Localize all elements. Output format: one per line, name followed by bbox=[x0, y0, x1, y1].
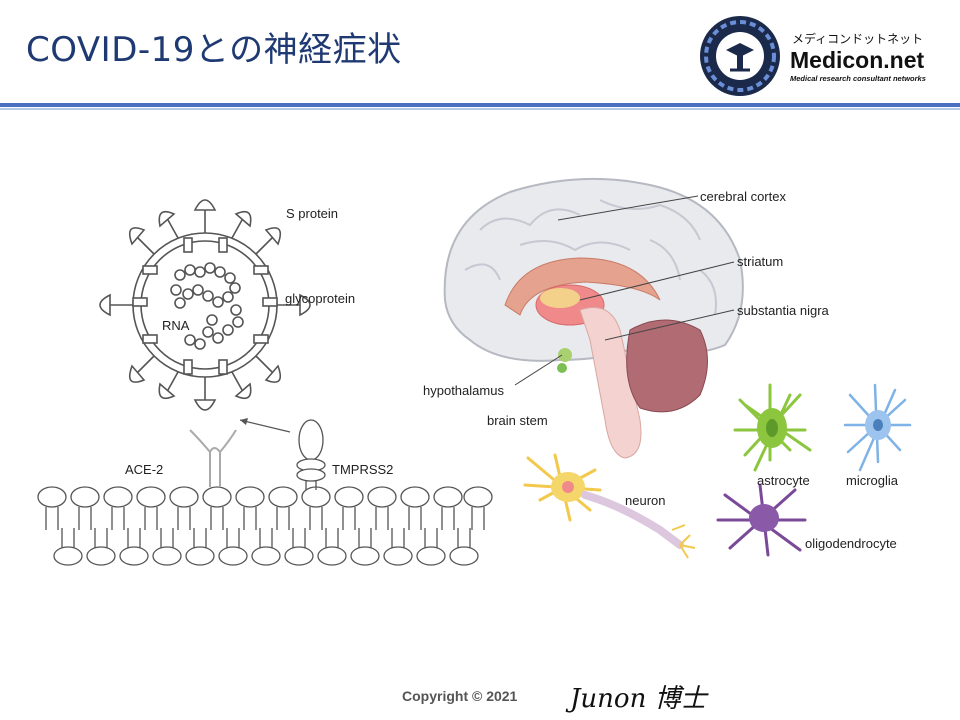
corpus-callosum bbox=[504, 257, 661, 316]
brain-stem bbox=[579, 307, 642, 459]
astrocyte-cell bbox=[733, 383, 812, 472]
label-ace2: ACE-2 bbox=[125, 462, 164, 477]
label-substantia-nigra: substantia nigra bbox=[737, 303, 829, 318]
label-brain-stem: brain stem bbox=[487, 413, 548, 428]
header-divider bbox=[0, 103, 960, 107]
s-protein-spikes bbox=[99, 199, 311, 411]
membrane-tails bbox=[45, 507, 485, 548]
signature: Junon 博士 bbox=[570, 684, 707, 714]
thalamus bbox=[540, 288, 580, 308]
label-microglia: microglia bbox=[846, 473, 899, 488]
label-hypothalamus: hypothalamus bbox=[423, 383, 504, 398]
slide-title: COVID-19との神経症状 bbox=[26, 30, 402, 70]
label-glycoprotein: glycoprotein bbox=[285, 291, 356, 306]
copyright-text: Copyright © 2021 bbox=[402, 688, 518, 704]
label-striatum: striatum bbox=[737, 254, 784, 269]
label-neuron: neuron bbox=[625, 493, 666, 508]
label-s-protein: S protein bbox=[286, 206, 339, 221]
label-oligodendrocyte: oligodendrocyte bbox=[805, 536, 897, 551]
rna-strand bbox=[170, 262, 244, 350]
ace2-receptor bbox=[189, 429, 237, 487]
label-astrocyte: astrocyte bbox=[757, 473, 810, 488]
logo-name: Medicon.net bbox=[790, 47, 925, 73]
virus-particle bbox=[99, 199, 311, 433]
label-tmprss2: TMPRSS2 bbox=[332, 462, 394, 477]
microglia-cell bbox=[843, 383, 912, 472]
cerebellum bbox=[626, 319, 708, 413]
cell-membrane bbox=[37, 419, 493, 566]
hypothalamus bbox=[558, 348, 572, 362]
membrane-top-heads bbox=[37, 486, 493, 508]
neuron-cell bbox=[523, 453, 696, 559]
logo-tagline: Medical research consultant networks bbox=[790, 74, 926, 83]
label-cerebral-cortex: cerebral cortex bbox=[700, 189, 786, 204]
label-rna: RNA bbox=[162, 318, 190, 333]
logo-japanese: メディコンドットネット bbox=[792, 32, 924, 46]
header-divider-light bbox=[0, 108, 960, 110]
membrane-bottom-heads bbox=[53, 546, 479, 566]
brain-illustration bbox=[443, 177, 744, 459]
oligodendrocyte-cell bbox=[716, 483, 807, 557]
tmprss2-protease bbox=[296, 419, 326, 490]
glycoprotein-markers bbox=[132, 237, 278, 375]
